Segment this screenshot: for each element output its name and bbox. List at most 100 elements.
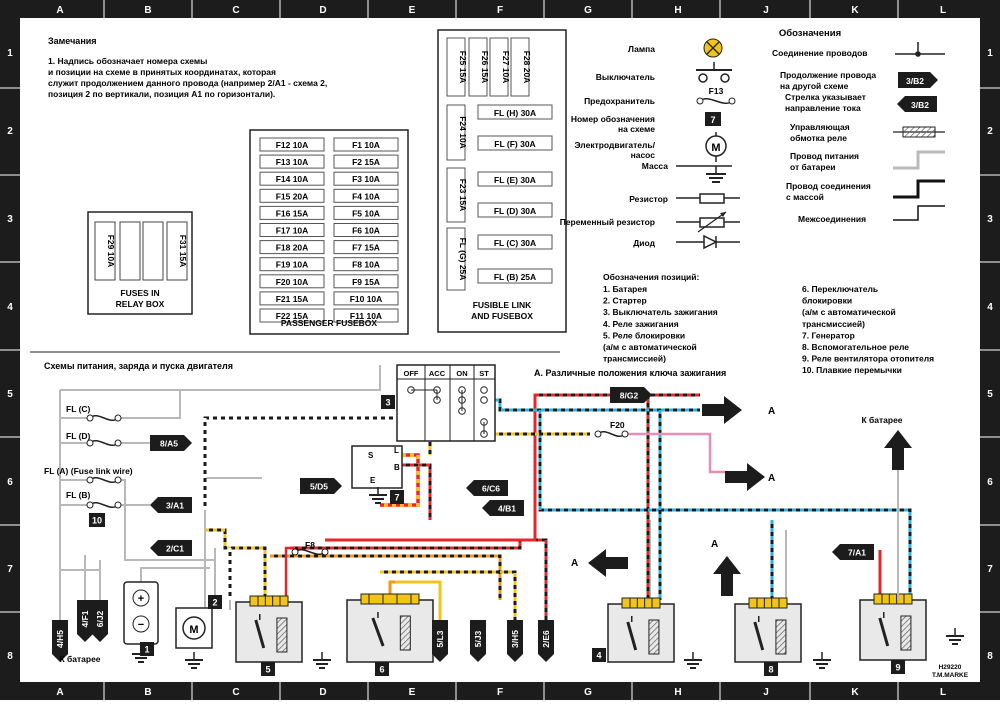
fuse-cell (259, 274, 325, 289)
wire (203, 416, 397, 510)
row-label: 4 (7, 302, 13, 313)
fuse-label: FL (G) 25A (458, 238, 468, 281)
fuse-cell (333, 240, 399, 255)
fuse-label: F14 10A (276, 174, 309, 184)
continue-tag-icon: 3/B2 (898, 72, 938, 88)
ref-tag (482, 500, 524, 516)
position-item: 2. Стартер (603, 296, 647, 306)
position-item: (а/м с автоматической (802, 307, 896, 317)
column-label: B (144, 687, 151, 698)
component-tag-label: 2 (212, 598, 217, 608)
component-tag-label: 9 (895, 663, 900, 673)
fuse-end (594, 430, 602, 438)
relay-coil (276, 617, 288, 653)
to-battery-label: К батарее (59, 654, 100, 664)
ground-icon (676, 165, 732, 183)
ref-tag-label: 3/H5 (510, 630, 520, 648)
link-cell (477, 268, 553, 284)
fuse-label: F23 15A (458, 179, 468, 212)
positions-title: Обозначения позиций: (603, 272, 700, 282)
row-label: 7 (7, 564, 13, 575)
symbol-ground-label: Масса (642, 161, 668, 171)
symbol-number-label: Номер обозначения (571, 114, 655, 124)
position-item: (а/м с автоматической (603, 342, 697, 352)
ref-tag-label: 5/J3 (473, 630, 483, 647)
fusible-link-title: AND FUSEBOX (471, 311, 533, 321)
ref-tag-label: 4/B1 (498, 504, 516, 514)
component-tag (261, 662, 275, 676)
svg-text:S: S (368, 451, 374, 460)
ref-tag (150, 540, 192, 556)
relay-5 (235, 601, 303, 663)
ref-tag (507, 620, 523, 662)
column-label: K (851, 5, 859, 16)
svg-text:M: M (189, 624, 198, 636)
position-item: трансмиссией) (603, 354, 666, 364)
ref-tag (470, 620, 486, 662)
symbol-motor-label: Электродвигатель/ (574, 140, 655, 150)
fuse-cell (446, 104, 466, 161)
position-item: 10. Плавкие перемычки (802, 365, 902, 375)
fuse-label: F26 15A (480, 51, 490, 84)
link-label: FL (B) 25A (494, 272, 536, 282)
schematic-title: Схемы питания, заряда и пуска двигателя (44, 361, 233, 371)
fuse-label: F9 15A (352, 277, 380, 287)
fuse-icon: F13 (696, 86, 736, 105)
fuse-label: F24 10A (458, 116, 468, 149)
symbol-resistor-label: Резистор (629, 194, 668, 204)
legend-current: направление тока (785, 103, 861, 113)
link-label: FL (C) 30A (494, 238, 536, 248)
fl-a-label: FL (A) (Fuse link wire) (44, 466, 133, 476)
fuse-cell (259, 137, 325, 152)
wire (270, 554, 502, 600)
relay-coil (900, 615, 912, 651)
fuse-end (291, 548, 299, 556)
svg-text:−: − (138, 619, 144, 631)
row-label: 8 (987, 651, 993, 662)
interconnect-icon (893, 205, 945, 221)
svg-text:3/B2: 3/B2 (906, 76, 924, 86)
ref-tag (150, 435, 192, 451)
wire (118, 390, 181, 419)
fuse-end (114, 439, 122, 447)
svg-text:B: B (394, 463, 400, 472)
fuse-cell (259, 240, 325, 255)
fusible-link-title: FUSIBLE LINK (473, 300, 532, 310)
ref-tag-label: 4/H5 (55, 630, 65, 648)
arrow-a-label: A (768, 473, 775, 484)
row-label: 6 (987, 477, 993, 488)
symbol-diode-label: Диод (633, 238, 655, 248)
legend-continue: Продолжение провода (780, 70, 876, 80)
fuse-label: F19 10A (276, 260, 309, 270)
position-item: 7. Генератор (802, 330, 855, 340)
legend-battery-feed: Провод питания (790, 151, 859, 161)
link-label: FL (D) 30A (494, 206, 536, 216)
fuse-cell (259, 188, 325, 203)
arrow-a (884, 430, 912, 470)
row-label: 1 (987, 48, 993, 59)
fuse-label: F4 10A (352, 191, 380, 201)
column-label: H (674, 5, 681, 16)
legend-ground-wire: Провод соединения (786, 181, 871, 191)
wire-join-icon (895, 42, 945, 57)
column-label: H (674, 687, 681, 698)
position-item: трансмиссией) (802, 319, 865, 329)
ref-tag (432, 620, 448, 662)
position-item: блокировки (802, 296, 852, 306)
lamp-icon (703, 38, 723, 58)
fuse-label: F11 10A (350, 311, 382, 321)
ref-tag (610, 387, 652, 403)
fuse-label: F18 20A (276, 243, 309, 253)
fuse-label: F12 10A (276, 140, 309, 150)
svg-text:L: L (394, 446, 399, 455)
variable-resistor-icon (676, 211, 740, 233)
column-label: K (851, 687, 859, 698)
row-label: 2 (987, 126, 993, 137)
ground-wire-icon (893, 179, 945, 199)
arrow-a (588, 549, 628, 577)
row-label: 3 (7, 214, 13, 225)
